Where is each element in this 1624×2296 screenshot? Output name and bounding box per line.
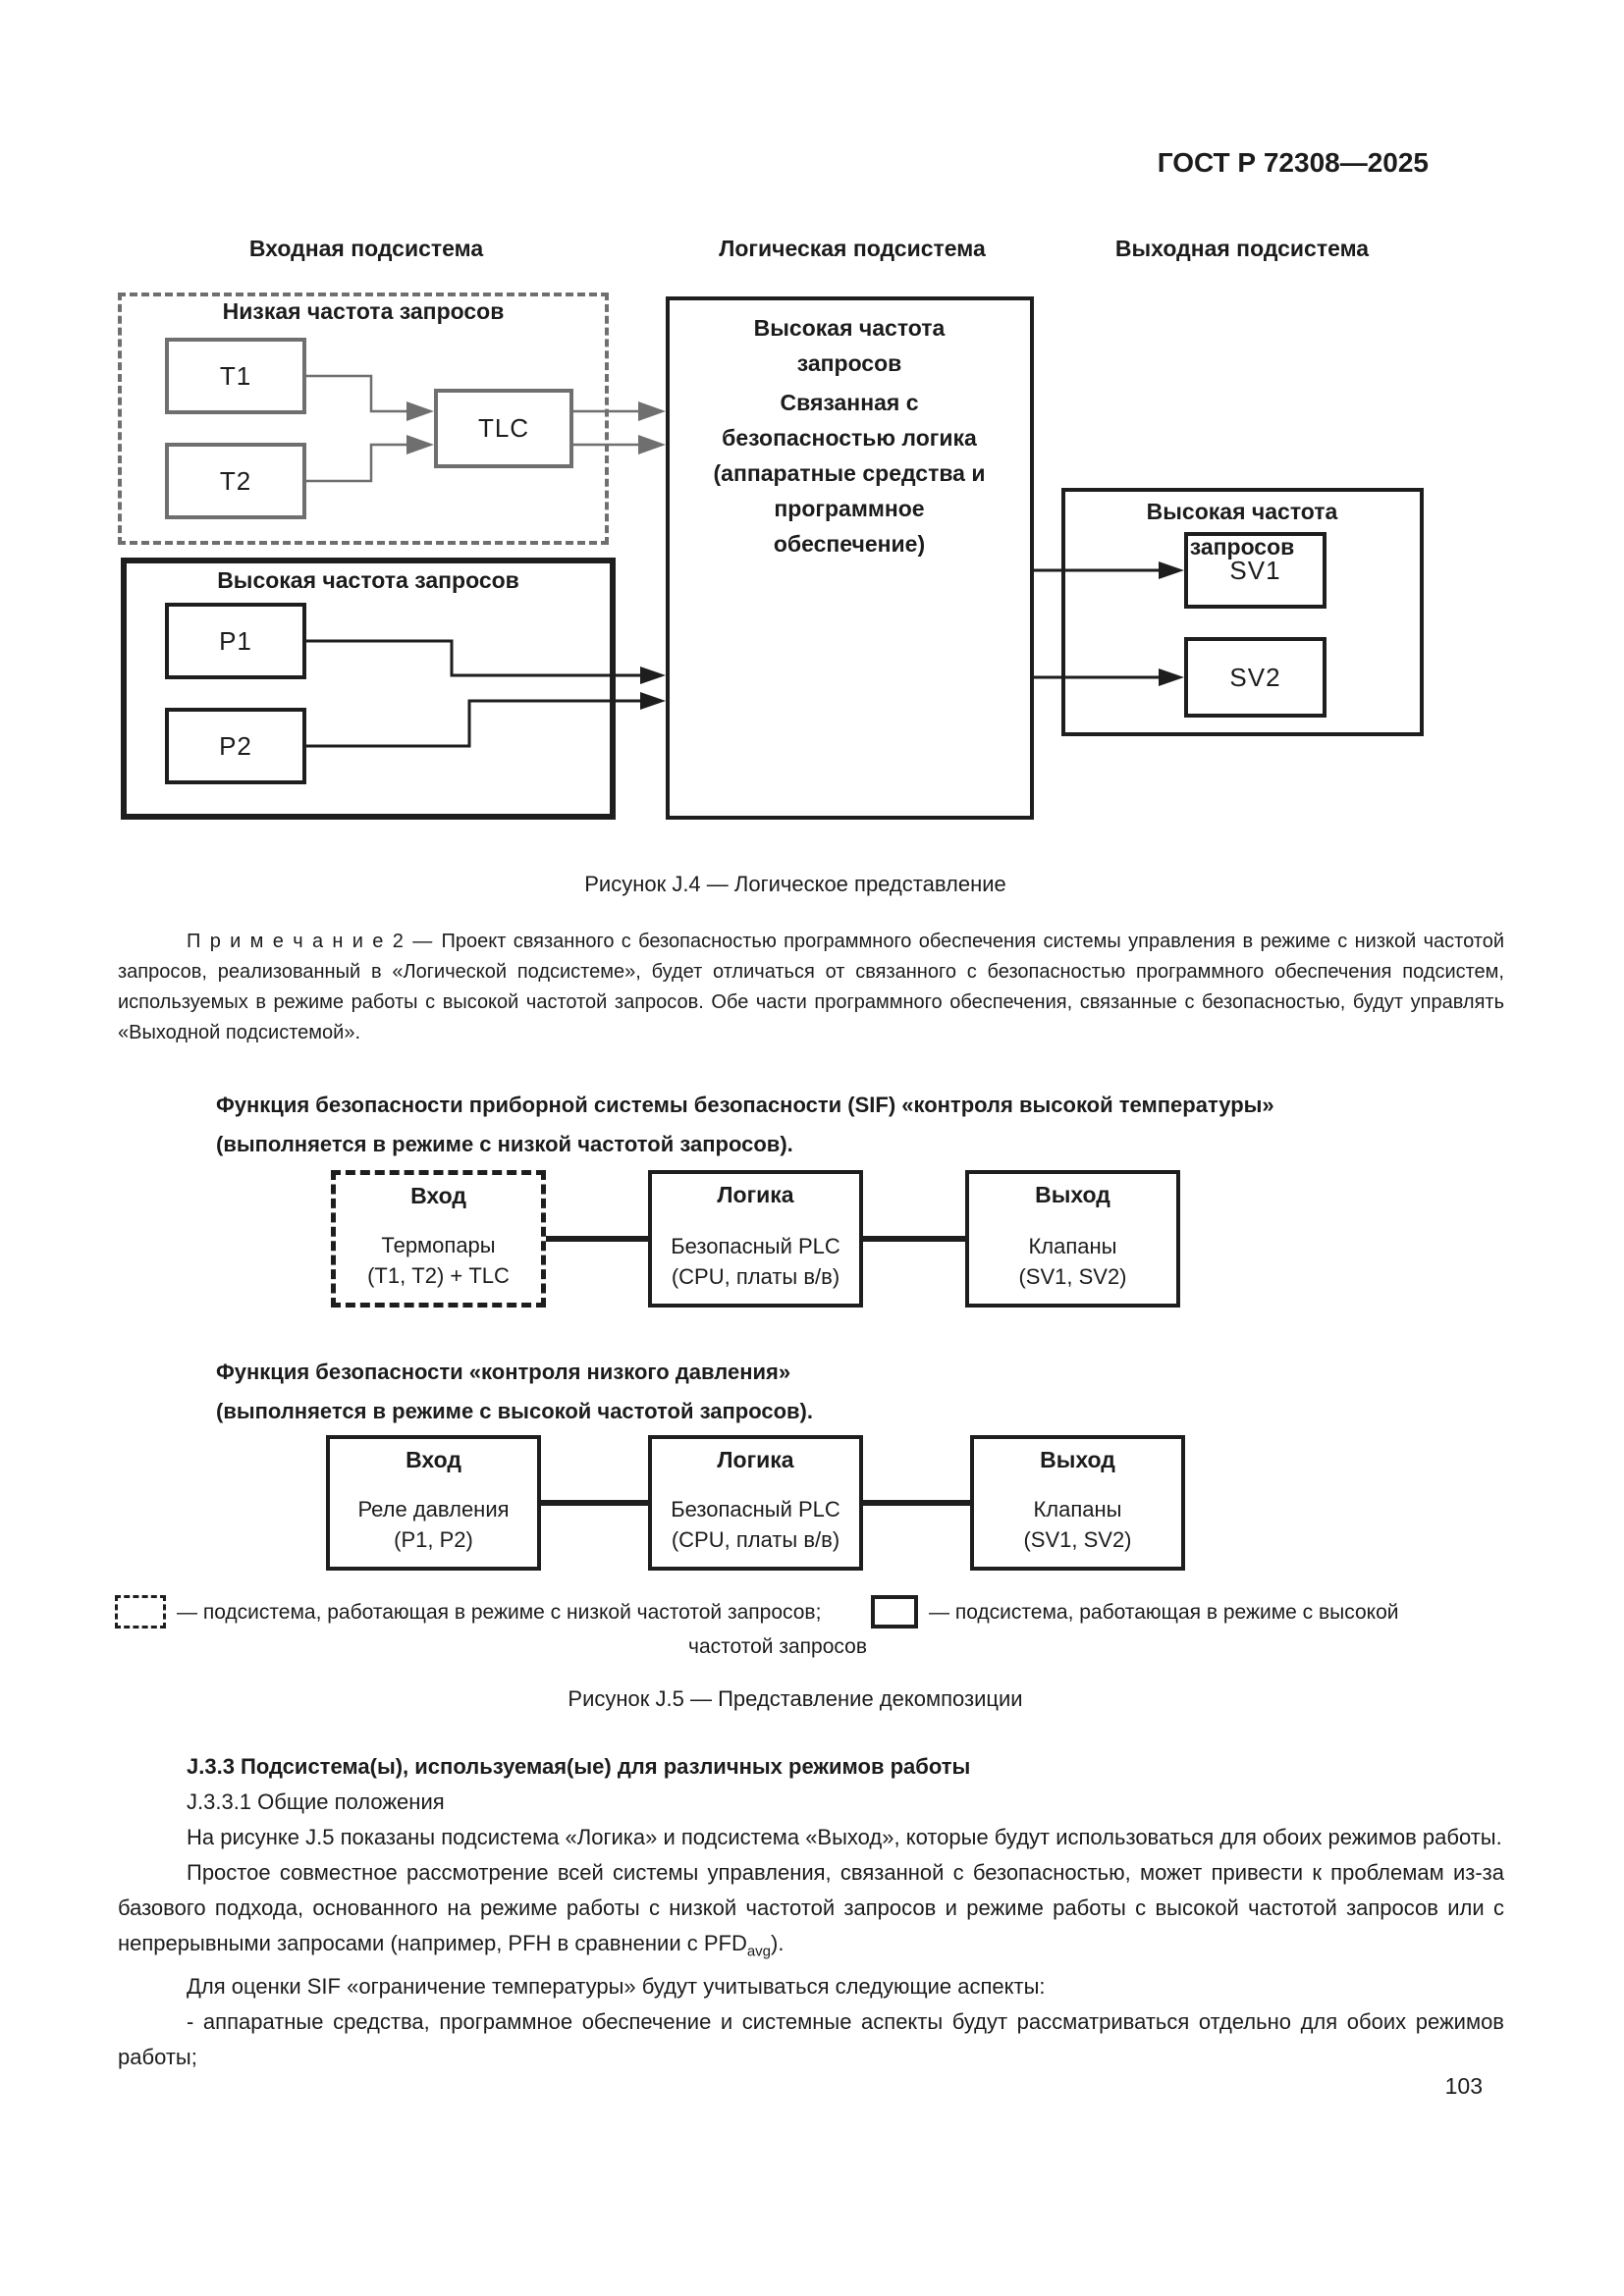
high-demand-input-group-box — [121, 558, 616, 820]
sif1-logic-title: Логика — [717, 1182, 794, 1207]
sif2-output-body: Клапаны (SV1, SV2) — [1023, 1494, 1131, 1555]
figure-j5-caption: Рисунок J.5 — Представление декомпозиции — [568, 1686, 1023, 1711]
section-subheading: J.3.3.1 Общие положения — [187, 1789, 445, 1814]
sif2-heading-line2: (выполняется в режиме с высокой частотой… — [216, 1399, 813, 1423]
section-paragraph-2-end: ). — [771, 1931, 785, 1955]
sif2-input-body: Реле давления (Р1, Р2) — [357, 1494, 509, 1555]
box-p2: P2 — [165, 708, 306, 784]
sif1-input-body: Термопары (Т1, Т2) + TLC — [367, 1230, 510, 1291]
sif2-logic-box: Логика Безопасный PLC (CPU, платы в/в) — [648, 1435, 863, 1571]
sif1-heading-line1: Функция безопасности приборной системы б… — [216, 1093, 1274, 1117]
sif1-output-line2: (SV1, SV2) — [1018, 1264, 1127, 1289]
sif2-output-line1: Клапаны — [1033, 1497, 1122, 1522]
output-box-title: Высокая частота запросов — [1146, 499, 1338, 560]
pfd-avg-subscript: avg — [746, 1943, 772, 1960]
sif1-logic-body: Безопасный PLC (CPU, платы в/в) — [671, 1231, 840, 1292]
sif2-input-box: Вход Реле давления (Р1, Р2) — [326, 1435, 541, 1571]
sif2-input-line1: Реле давления — [357, 1497, 510, 1522]
sif1-logic-line1: Безопасный PLC — [671, 1234, 840, 1258]
section-heading: J.3.3 Подсистема(ы), используемая(ые) дл… — [187, 1754, 971, 1779]
section-j33: J.3.3 Подсистема(ы), используемая(ые) дл… — [118, 1749, 1504, 2075]
sif1-logic-line2: (CPU, платы в/в) — [671, 1264, 840, 1289]
box-p1: P1 — [165, 603, 306, 679]
legend-dashed-box-icon — [115, 1595, 166, 1629]
sif2-output-line2: (SV1, SV2) — [1023, 1527, 1132, 1552]
box-sv2: SV2 — [1184, 637, 1326, 718]
sif1-input-line1: Термопары — [381, 1233, 496, 1257]
sif2-output-title: Выход — [1040, 1447, 1115, 1472]
section-paragraph-3: Для оценки SIF «ограничение температуры»… — [187, 1974, 1046, 2000]
sif2-logic-line2: (CPU, платы в/в) — [671, 1527, 840, 1552]
sif1-output-box: Выход Клапаны (SV1, SV2) — [965, 1170, 1180, 1308]
logic-box-title: Высокая частота запросов — [753, 315, 946, 376]
note-2-paragraph: П р и м е ч а н и е 2 — Проект связанног… — [118, 927, 1504, 1048]
note-2-label: П р и м е ч а н и е 2 — — [187, 931, 442, 952]
section-paragraph-4: - аппаратные средства, программное обесп… — [118, 2009, 1504, 2070]
sif1-heading-line2: (выполняется в режиме с низкой частотой … — [216, 1132, 793, 1156]
sif2-logic-line1: Безопасный PLC — [671, 1497, 840, 1522]
legend-low-demand-text: — подсистема, работающая в режиме с низк… — [177, 1601, 822, 1624]
high-demand-input-group-title: Высокая частота запросов — [217, 567, 519, 593]
sif2-logic-title: Логика — [717, 1447, 794, 1472]
low-demand-group-box — [118, 293, 609, 545]
figure-j4-caption: Рисунок J.4 — Логическое представление — [584, 872, 1006, 896]
box-sv1: SV1 — [1184, 532, 1326, 609]
column-title-output: Выходная подсистема — [1114, 236, 1370, 261]
sif1-output-body: Клапаны (SV1, SV2) — [1018, 1231, 1126, 1292]
section-paragraph-1: На рисунке J.5 показаны подсистема «Логи… — [187, 1825, 1502, 1849]
section-paragraph-2-text: Простое совместное рассмотрение всей сис… — [118, 1860, 1504, 1955]
sif1-output-line1: Клапаны — [1028, 1234, 1117, 1258]
output-subsystem-box — [1061, 488, 1424, 736]
column-title-logic: Логическая подсистема — [719, 236, 986, 261]
sif2-output-box: Выход Клапаны (SV1, SV2) — [970, 1435, 1185, 1571]
sif2-input-title: Вход — [406, 1447, 461, 1472]
box-tlc: TLC — [434, 389, 573, 468]
low-demand-group-title: Низкая частота запросов — [222, 298, 505, 324]
sif2-logic-body: Безопасный PLC (CPU, платы в/в) — [671, 1494, 840, 1555]
section-paragraph-2: Простое совместное рассмотрение всей сис… — [118, 1855, 1504, 1969]
sif1-input-title: Вход — [410, 1183, 466, 1208]
sif1-input-box: Вход Термопары (Т1, Т2) + TLC — [331, 1170, 546, 1308]
box-t1: T1 — [165, 338, 306, 414]
page-number: 103 — [1444, 2073, 1483, 2099]
box-t2: T2 — [165, 443, 306, 519]
logic-subsystem-box — [666, 296, 1034, 820]
column-title-input: Входная подсистема — [248, 236, 484, 261]
logic-box-body: Связанная с безопасностью логика (аппара… — [713, 390, 986, 557]
legend-solid-box-icon — [871, 1595, 918, 1629]
sif1-output-title: Выход — [1035, 1182, 1110, 1207]
note-2-text: Проект связанного с безопасностью програ… — [118, 931, 1504, 1043]
legend-high-demand-text-line1: — подсистема, работающая в режиме с высо… — [929, 1601, 1399, 1624]
legend-high-demand-text-line2: частотой запросов — [688, 1635, 867, 1658]
sif1-logic-box: Логика Безопасный PLC (CPU, платы в/в) — [648, 1170, 863, 1308]
sif2-heading-line1: Функция безопасности «контроля низкого д… — [216, 1360, 791, 1384]
document-header: ГОСТ Р 72308—2025 — [1157, 147, 1429, 178]
sif2-input-line2: (Р1, Р2) — [394, 1527, 473, 1552]
sif1-input-line2: (Т1, Т2) + TLC — [367, 1263, 510, 1288]
